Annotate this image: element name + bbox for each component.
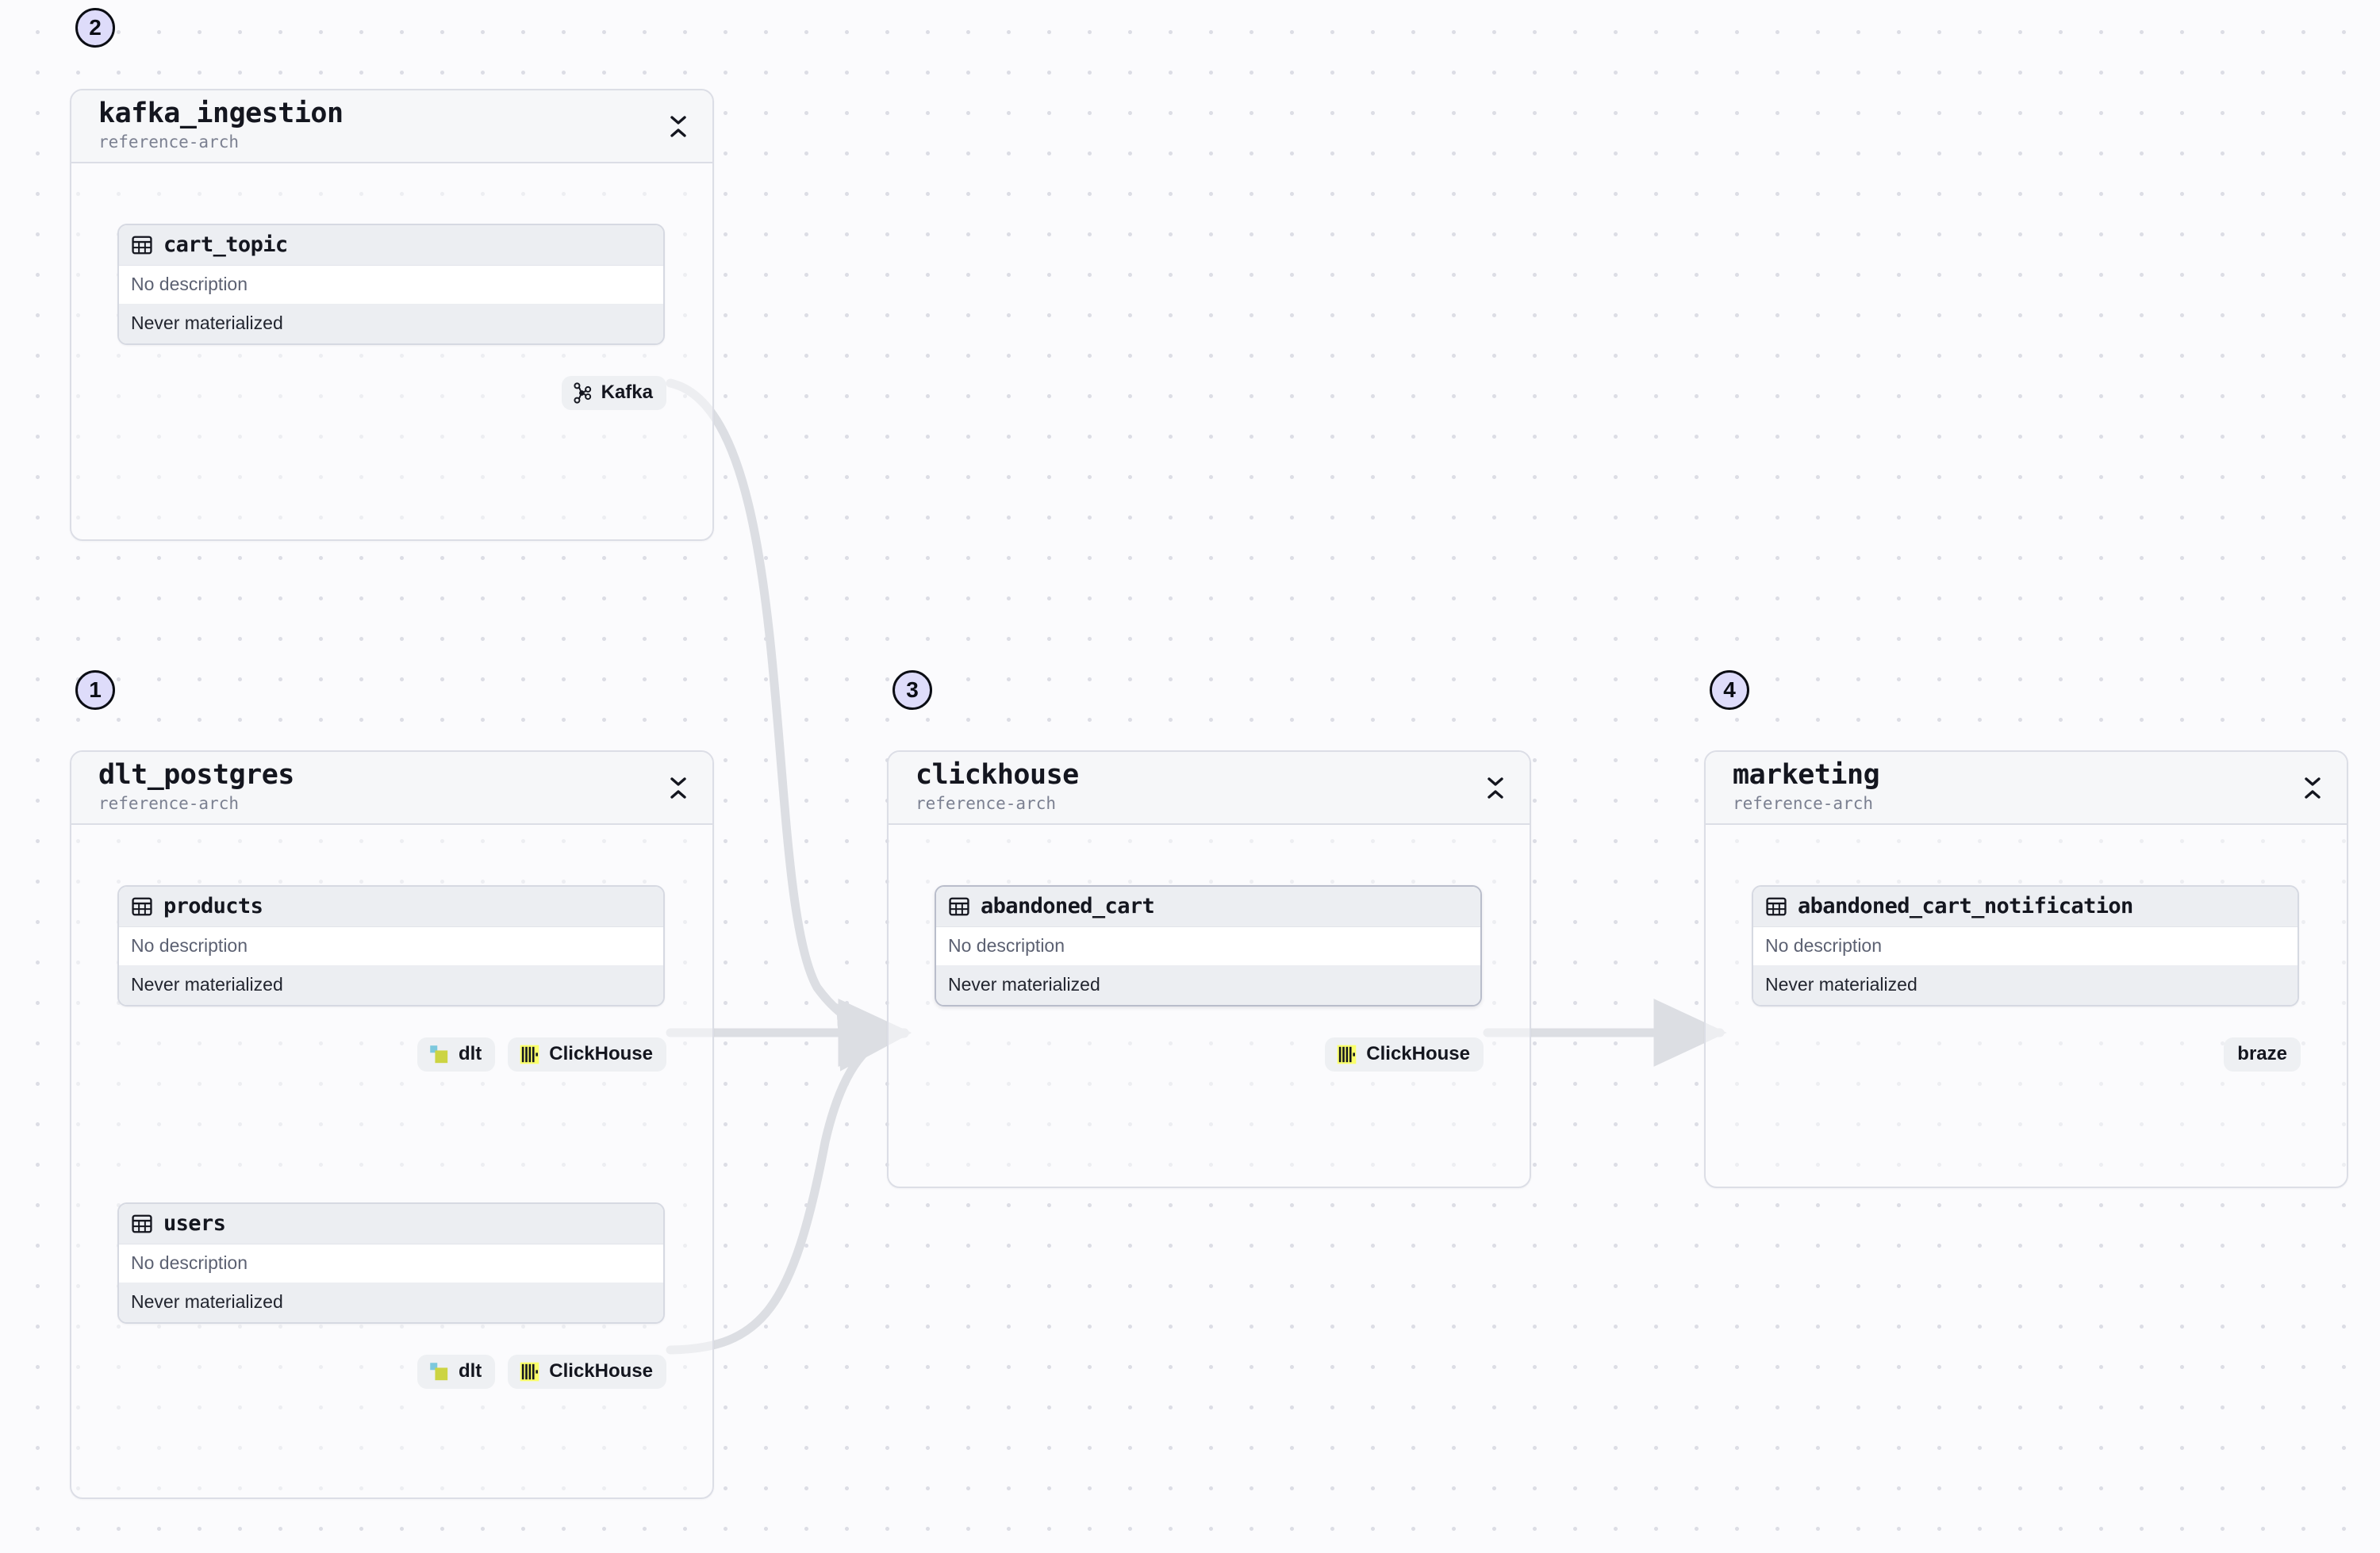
step-badge-4: 4: [1710, 670, 1749, 710]
tech-badge-braze[interactable]: braze: [2224, 1037, 2301, 1072]
group-node-marketing[interactable]: marketing reference-arch: [1704, 750, 2348, 1188]
table-grid-icon: [131, 234, 153, 256]
table-card-header[interactable]: products: [119, 887, 663, 927]
table-grid-icon: [131, 895, 153, 918]
group-node-body: abandoned_cart_notification No descripti…: [1706, 825, 2347, 1188]
group-node-body: products No description Never materializ…: [71, 825, 712, 1499]
group-node-header[interactable]: marketing reference-arch: [1706, 752, 2347, 825]
table-materialization: Never materialized: [936, 966, 1480, 1005]
table-card-abandoned-cart-notification[interactable]: abandoned_cart_notification No descripti…: [1752, 885, 2299, 1007]
group-node-subtitle: reference-arch: [98, 132, 240, 152]
kafka-logo-icon: [573, 382, 593, 404]
table-card-products[interactable]: products No description Never materializ…: [117, 885, 665, 1007]
table-card-cart-topic[interactable]: cart_topic No description Never material…: [117, 224, 665, 345]
badge-row-cart-topic: Kafka: [561, 376, 666, 410]
clickhouse-logo-icon: [519, 1044, 540, 1065]
group-node-title: kafka_ingestion: [98, 98, 344, 130]
tech-badge-clickhouse[interactable]: ClickHouse: [508, 1355, 666, 1389]
group-node-title: clickhouse: [916, 759, 1079, 792]
tech-badge-label: ClickHouse: [549, 1360, 653, 1382]
tech-badge-label: Kafka: [601, 382, 653, 403]
badge-row-users: dlt ClickHouse: [416, 1355, 666, 1389]
tech-badge-label: dlt: [458, 1360, 482, 1382]
step-badge-2: 2: [75, 8, 115, 48]
table-card-header[interactable]: abandoned_cart: [936, 887, 1480, 927]
table-card-header[interactable]: users: [119, 1204, 663, 1244]
group-node-title: marketing: [1733, 759, 1880, 792]
table-name: products: [163, 894, 263, 918]
badge-row-abandoned-cart: ClickHouse: [1325, 1037, 1484, 1072]
table-card-header[interactable]: cart_topic: [119, 225, 663, 266]
chevrons-down-up-icon[interactable]: [665, 772, 692, 803]
group-node-body: abandoned_cart No description Never mate…: [889, 825, 1530, 1188]
tech-badge-dlt[interactable]: dlt: [416, 1355, 496, 1389]
table-card-users[interactable]: users No description Never materialized: [117, 1202, 665, 1324]
clickhouse-logo-icon: [519, 1361, 540, 1382]
tech-badge-kafka[interactable]: Kafka: [561, 376, 666, 410]
table-materialization: Never materialized: [1753, 966, 2297, 1005]
table-name: users: [163, 1211, 226, 1236]
step-badge-1: 1: [75, 670, 115, 710]
group-node-subtitle: reference-arch: [1733, 794, 1874, 814]
table-materialization: Never materialized: [119, 966, 663, 1005]
tech-badge-label: ClickHouse: [1366, 1043, 1470, 1064]
chevrons-down-up-icon[interactable]: [1482, 772, 1509, 803]
table-description: No description: [1753, 927, 2297, 966]
group-node-kafka-ingestion[interactable]: kafka_ingestion reference-arch: [70, 89, 714, 541]
table-description: No description: [119, 927, 663, 966]
table-description: No description: [119, 1244, 663, 1283]
table-grid-icon: [1765, 895, 1787, 918]
group-node-header[interactable]: kafka_ingestion reference-arch: [71, 90, 712, 163]
step-badge-3: 3: [892, 670, 932, 710]
chevrons-down-up-icon[interactable]: [665, 110, 692, 142]
group-node-title: dlt_postgres: [98, 759, 294, 792]
table-name: abandoned_cart_notification: [1798, 894, 2133, 918]
group-node-subtitle: reference-arch: [916, 794, 1057, 814]
table-description: No description: [119, 266, 663, 305]
table-grid-icon: [131, 1213, 153, 1235]
tech-badge-label: braze: [2237, 1043, 2287, 1064]
group-node-subtitle: reference-arch: [98, 794, 240, 814]
tech-badge-clickhouse[interactable]: ClickHouse: [508, 1037, 666, 1072]
table-materialization: Never materialized: [119, 1283, 663, 1322]
tech-badge-dlt[interactable]: dlt: [416, 1037, 496, 1072]
dlt-logo-icon: [428, 1044, 450, 1065]
tech-badge-label: ClickHouse: [549, 1043, 653, 1064]
group-node-clickhouse[interactable]: clickhouse reference-arch: [887, 750, 1531, 1188]
table-card-header[interactable]: abandoned_cart_notification: [1753, 887, 2297, 927]
clickhouse-logo-icon: [1336, 1044, 1357, 1065]
chevrons-down-up-icon[interactable]: [2299, 772, 2326, 803]
group-node-dlt-postgres[interactable]: dlt_postgres reference-arch: [70, 750, 714, 1499]
table-grid-icon: [948, 895, 970, 918]
tech-badge-label: dlt: [458, 1043, 482, 1064]
dlt-logo-icon: [428, 1361, 450, 1382]
group-node-header[interactable]: dlt_postgres reference-arch: [71, 752, 712, 825]
group-node-header[interactable]: clickhouse reference-arch: [889, 752, 1530, 825]
table-materialization: Never materialized: [119, 305, 663, 343]
table-name: cart_topic: [163, 232, 288, 257]
badge-row-abandoned-cart-notification: braze: [2224, 1037, 2301, 1072]
table-card-abandoned-cart[interactable]: abandoned_cart No description Never mate…: [935, 885, 1482, 1007]
table-name: abandoned_cart: [981, 894, 1155, 918]
table-description: No description: [936, 927, 1480, 966]
group-node-body: cart_topic No description Never material…: [71, 163, 712, 541]
badge-row-products: dlt ClickHouse: [416, 1037, 666, 1072]
tech-badge-clickhouse[interactable]: ClickHouse: [1325, 1037, 1484, 1072]
